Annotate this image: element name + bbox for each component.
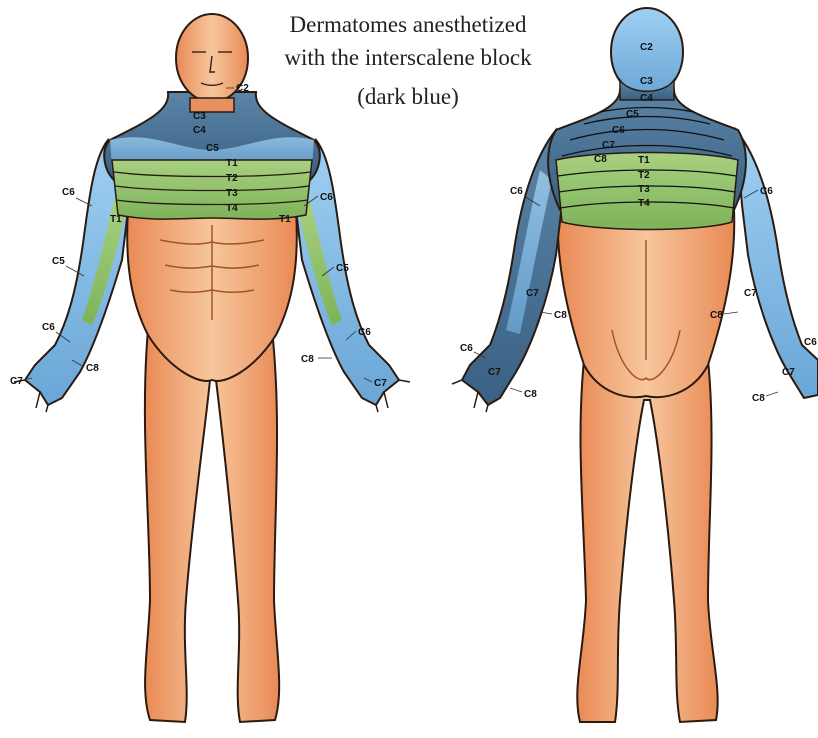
label-t1-front-right: T1	[279, 214, 291, 225]
front-legs	[145, 330, 279, 722]
label-c5-front-left: C5	[52, 256, 65, 267]
label-t1-front-left: T1	[110, 214, 122, 225]
back-right-arm	[736, 130, 818, 398]
label-t1-back: T1	[638, 155, 650, 166]
label-c5-back: C5	[626, 109, 639, 120]
label-t3-front: T3	[226, 188, 238, 199]
label-c7-front-right: C7	[374, 378, 387, 389]
label-c7-back-right: C7	[744, 288, 757, 299]
label-c7-back-right-lower: C7	[782, 367, 795, 378]
label-c6-front-left-upper: C6	[62, 187, 75, 198]
label-c8-front-left: C8	[86, 363, 99, 374]
label-t4-back: T4	[638, 198, 650, 209]
label-c7-back-left-lower: C7	[488, 367, 501, 378]
label-c6-back-right-lower: C6	[804, 337, 817, 348]
front-chest-band	[112, 160, 312, 219]
back-left-arm	[462, 130, 562, 405]
label-c5-front: C5	[206, 143, 219, 154]
label-t3-back: T3	[638, 184, 650, 195]
label-c6-back-left-lower: C6	[460, 343, 473, 354]
label-c6-front-left-lower: C6	[42, 322, 55, 333]
label-c6-back: C6	[612, 125, 625, 136]
label-t4-front: T4	[226, 203, 238, 214]
label-c8-front-right: C8	[301, 354, 314, 365]
back-legs	[577, 360, 717, 722]
label-c6-back-right-upper: C6	[760, 186, 773, 197]
label-c2-front: C2	[236, 83, 249, 94]
label-c3-back: C3	[640, 76, 653, 87]
label-c7-front-left: C7	[10, 376, 23, 387]
label-c8-back-right: C8	[710, 310, 723, 321]
label-t2-back: T2	[638, 170, 650, 181]
label-c6-front-right-upper: C6	[320, 192, 333, 203]
label-c4-back: C4	[640, 93, 653, 104]
label-c8-back-left: C8	[554, 310, 567, 321]
label-c6-front-right-lower: C6	[358, 327, 371, 338]
label-c8-back-left-lower: C8	[524, 389, 537, 400]
label-c8-back: C8	[594, 154, 607, 165]
label-t2-front: T2	[226, 173, 238, 184]
front-figure	[14, 14, 410, 722]
label-c4-front: C4	[193, 125, 206, 136]
label-c5-front-right: C5	[336, 263, 349, 274]
label-c2-back: C2	[640, 42, 653, 53]
label-c6-back-left-upper: C6	[510, 186, 523, 197]
label-c3-front: C3	[193, 111, 206, 122]
label-c7-back: C7	[602, 140, 615, 151]
label-t1-front: T1	[226, 158, 238, 169]
label-c8-back-right-lower: C8	[752, 393, 765, 404]
label-c7-back-left: C7	[526, 288, 539, 299]
